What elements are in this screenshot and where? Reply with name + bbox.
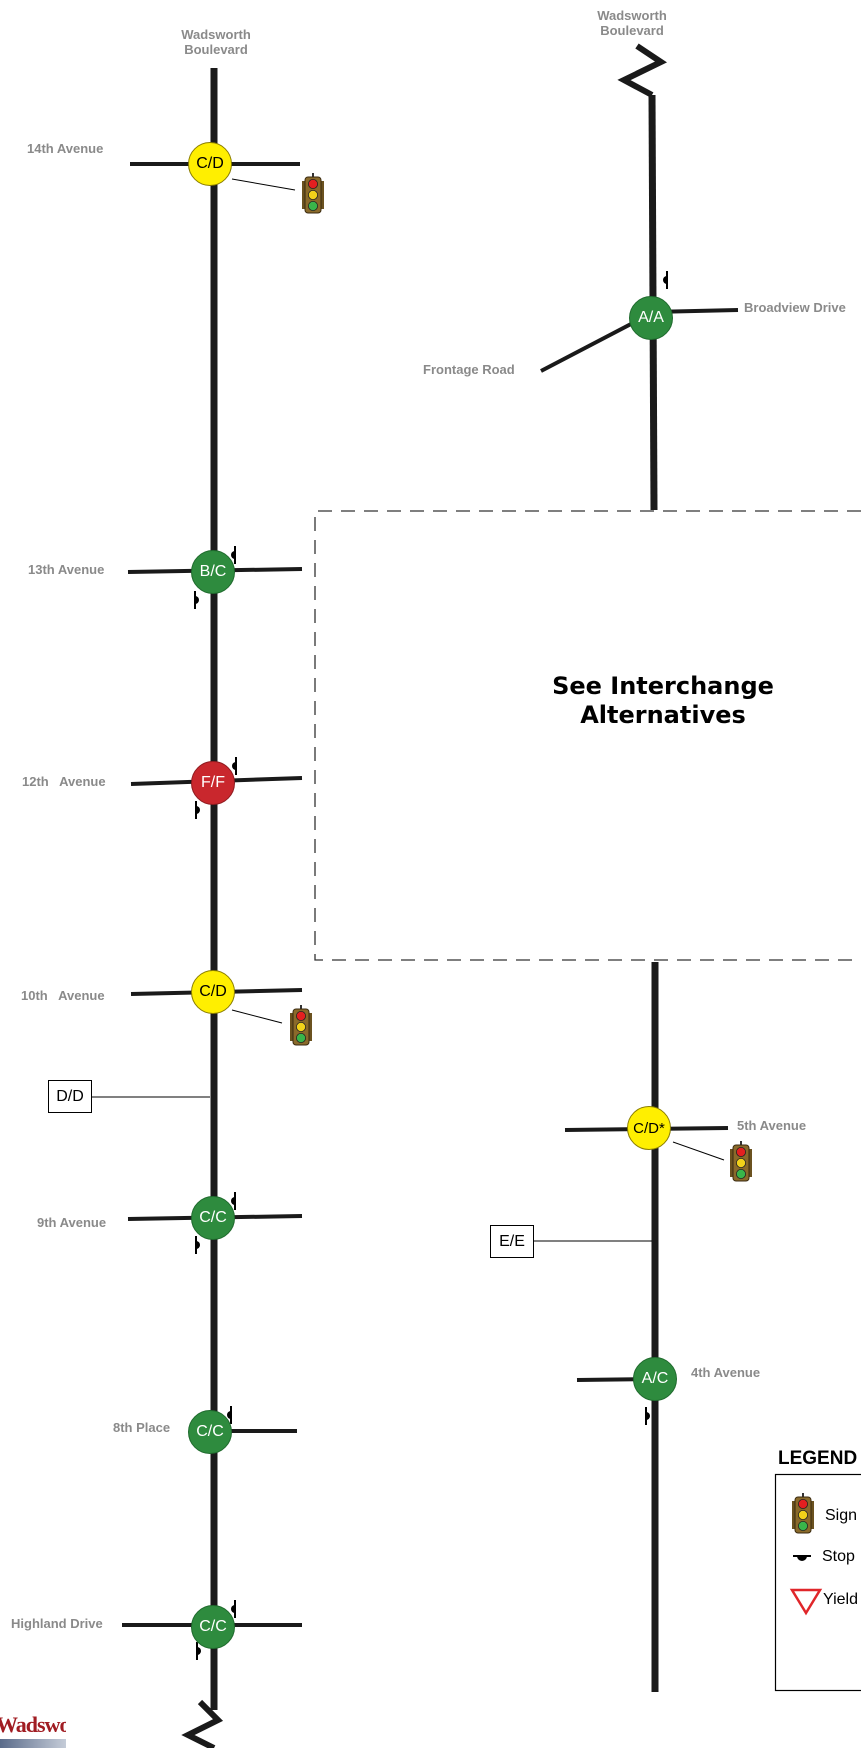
street-label-frontage-road: Frontage Road <box>423 362 515 377</box>
intersection-9th-avenue: C/C <box>191 1196 235 1240</box>
logo-text: Wadsworth <box>0 1712 66 1737</box>
traffic-signal-icon <box>301 172 325 214</box>
traffic-signal-icon <box>289 1004 313 1046</box>
legend-yield-icon <box>789 1588 823 1616</box>
intersection-10th-avenue: C/D <box>191 970 235 1014</box>
logo-bar <box>0 1739 66 1748</box>
legend-signal-label: Sign <box>825 1507 858 1524</box>
interchange-area-box <box>314 510 861 961</box>
wadsworth-logo: Wadsworth <box>0 1712 66 1748</box>
legend-title: LEGEND <box>778 1448 858 1469</box>
leader-lines <box>92 178 725 1242</box>
legend-box <box>774 1473 861 1692</box>
intersection-13th-avenue: B/C <box>191 550 235 594</box>
street-label-5th-avenue: 5th Avenue <box>737 1118 807 1133</box>
intersection-4th-avenue: A/C <box>633 1357 677 1401</box>
legend-signal-icon <box>791 1492 815 1534</box>
legend-stop-label: Stop <box>822 1548 855 1565</box>
stop-sign-icon <box>195 801 200 819</box>
stop-sign-icon <box>194 591 199 609</box>
stop-sign-icon <box>227 1406 232 1424</box>
street-label-8th-place: 8th Place <box>113 1420 171 1435</box>
intersection-14th-avenue: C/D <box>188 142 232 186</box>
intersection-highland-drive: C/C <box>191 1605 235 1649</box>
road-label-wadsworth-left: Wadsworth Boulevard <box>181 27 251 57</box>
stop-sign-icon <box>232 757 237 775</box>
road-label-wadsworth-right: Wadsworth Boulevard <box>597 8 667 38</box>
wadsworth-right-break <box>617 43 668 98</box>
stop-sign-icon <box>663 271 668 289</box>
interchange-note: See Interchange Alternatives <box>552 672 774 729</box>
legend-stop-icon <box>793 1555 811 1561</box>
street-label-highland-drive: Highland Drive <box>11 1616 103 1631</box>
street-label-13th-avenue: 13th Avenue <box>28 562 105 577</box>
intersection-12th-avenue: F/F <box>191 761 235 805</box>
intersection-5th-avenue: C/D* <box>627 1106 671 1150</box>
street-label-14th-avenue: 14th Avenue <box>27 141 104 156</box>
stop-sign-icon <box>231 1192 236 1210</box>
stop-sign-icon <box>195 1236 200 1254</box>
wadsworth-left-break <box>181 1699 224 1748</box>
traffic-signal-icon <box>729 1140 753 1182</box>
stop-sign-icon <box>231 546 236 564</box>
street-label-4th-avenue: 4th Avenue <box>691 1365 761 1380</box>
street-label-broadview-drive: Broadview Drive <box>744 300 846 315</box>
stop-sign-icon <box>231 1600 236 1618</box>
legend-yield-label: Yield <box>823 1591 858 1608</box>
segment-box-right: E/E <box>490 1225 534 1258</box>
stop-sign-icon <box>196 1642 201 1660</box>
street-label-9th-avenue: 9th Avenue <box>37 1215 107 1230</box>
street-label-10th-avenue: 10th Avenue <box>21 988 105 1003</box>
segment-box-left: D/D <box>48 1080 92 1113</box>
intersection-8th-place: C/C <box>188 1410 232 1454</box>
street-label-12th-avenue: 12th Avenue <box>22 774 106 789</box>
intersection-broadview-drive: A/A <box>629 296 673 340</box>
stop-sign-icon <box>645 1407 650 1425</box>
